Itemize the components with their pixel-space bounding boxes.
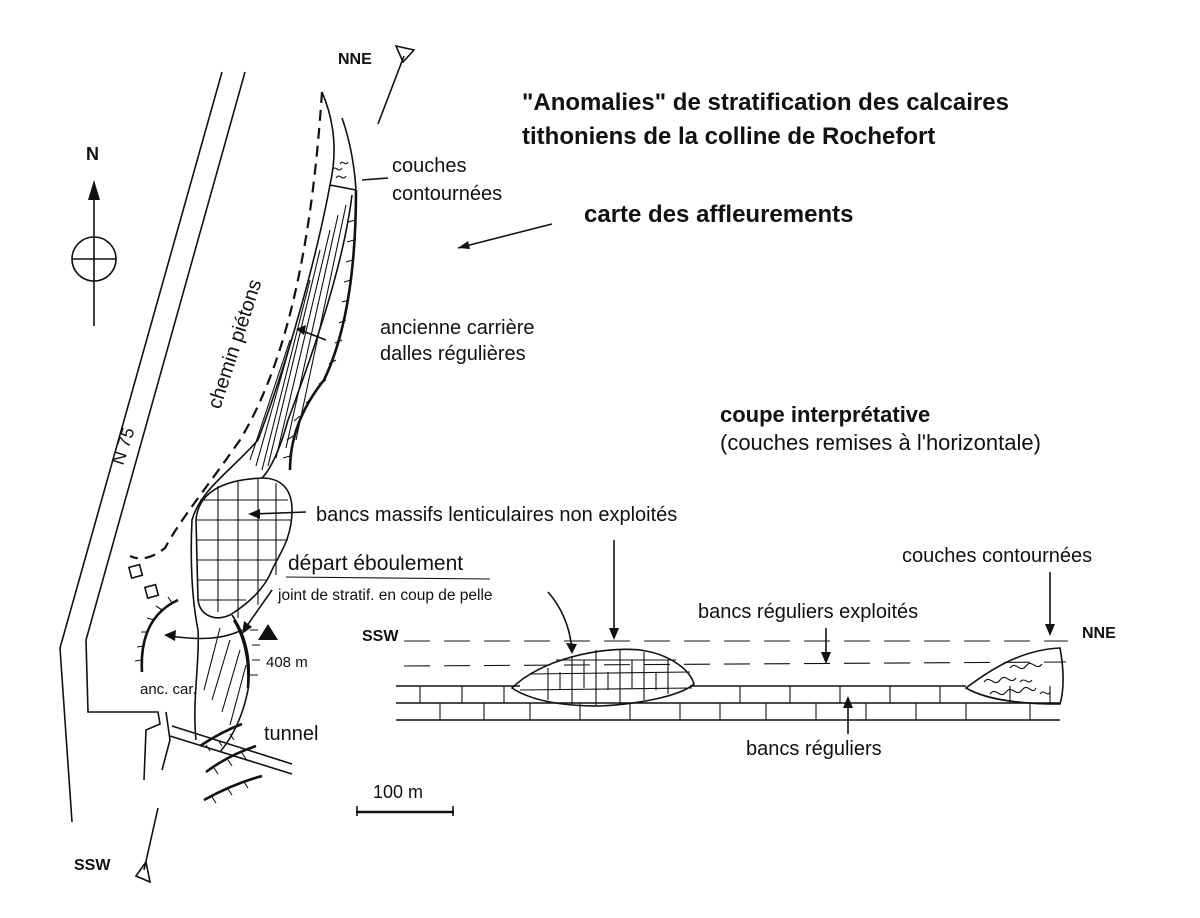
- old-quarry-arc: [140, 598, 179, 673]
- section-nne-label: NNE: [1082, 625, 1116, 642]
- folded-layers-label-2: contournées: [392, 183, 502, 205]
- massive-beds-label: bancs massifs lenticulaires non exploité…: [316, 504, 677, 526]
- massive-beds-block: [195, 477, 293, 619]
- north-label: N: [86, 144, 99, 164]
- folded-layers-pointer: [361, 177, 389, 181]
- cross-section: [396, 640, 1068, 721]
- shovel-joint-label: joint de stratif. en coup de pelle: [277, 587, 493, 604]
- map-heading: carte des affleurements: [584, 201, 853, 228]
- quarry-label-2: dalles régulières: [380, 343, 526, 365]
- map-nne-label: NNE: [338, 51, 372, 68]
- folded-layers-body: [964, 647, 1064, 705]
- title-line-1: "Anomalies" de stratification des calcai…: [522, 89, 1009, 116]
- building-2: [143, 583, 160, 600]
- section-folded-layers-label: couches contournées: [902, 545, 1092, 567]
- old-quarry-label: anc. car.: [140, 681, 197, 698]
- section-heading: coupe interprétative: [720, 402, 930, 427]
- north-arrow-icon: N: [71, 144, 117, 326]
- section-ssw-label: SSW: [362, 628, 399, 645]
- road-label: N 75: [108, 425, 139, 467]
- scale-bar: 100 m: [356, 782, 454, 816]
- quarry-label-1: ancienne carrière: [380, 317, 535, 339]
- rockfall-start-underline: [285, 576, 491, 580]
- summit-triangle-icon: [258, 624, 278, 640]
- map-heading-arrowhead: [458, 241, 470, 249]
- ssw-flag-icon: SSW: [74, 807, 159, 884]
- outcrop-map: [127, 91, 358, 804]
- title-line-2: tithoniens de la colline de Rochefort: [522, 123, 935, 150]
- massive-beds-grid: [197, 479, 292, 618]
- massive-beds-pointer: [251, 511, 307, 515]
- regular-bed-joints: [419, 686, 1051, 720]
- rockfall-arrow: [169, 629, 243, 640]
- section-regular-beds-label: bancs réguliers: [746, 738, 882, 760]
- road-n75: N 75: [59, 71, 246, 823]
- building-1: [127, 563, 144, 580]
- tunnel-cuts: [199, 722, 263, 802]
- rockfall-start-label: départ éboulement: [288, 552, 463, 575]
- lenticular-body: [510, 648, 695, 707]
- scale-label: 100 m: [373, 782, 423, 802]
- summit-label: 408 m: [266, 654, 308, 671]
- map-heading-arrow: [457, 223, 553, 249]
- section-subheading: (couches remises à l'horizontale): [720, 430, 1041, 455]
- tunnel-label: tunnel: [264, 723, 319, 745]
- footpath-line: [129, 91, 324, 560]
- footpath-label: chemin piétons: [204, 277, 266, 412]
- nne-flag-icon: NNE: [338, 44, 416, 125]
- map-ssw-label: SSW: [74, 857, 111, 874]
- shovel-joint-pointer: [243, 589, 273, 631]
- quarry-edge: [288, 189, 358, 471]
- folded-layers-label-1: couches: [392, 155, 467, 177]
- regular-slab-hatching: [249, 204, 347, 471]
- section-exploited-beds-label: bancs réguliers exploités: [698, 601, 918, 623]
